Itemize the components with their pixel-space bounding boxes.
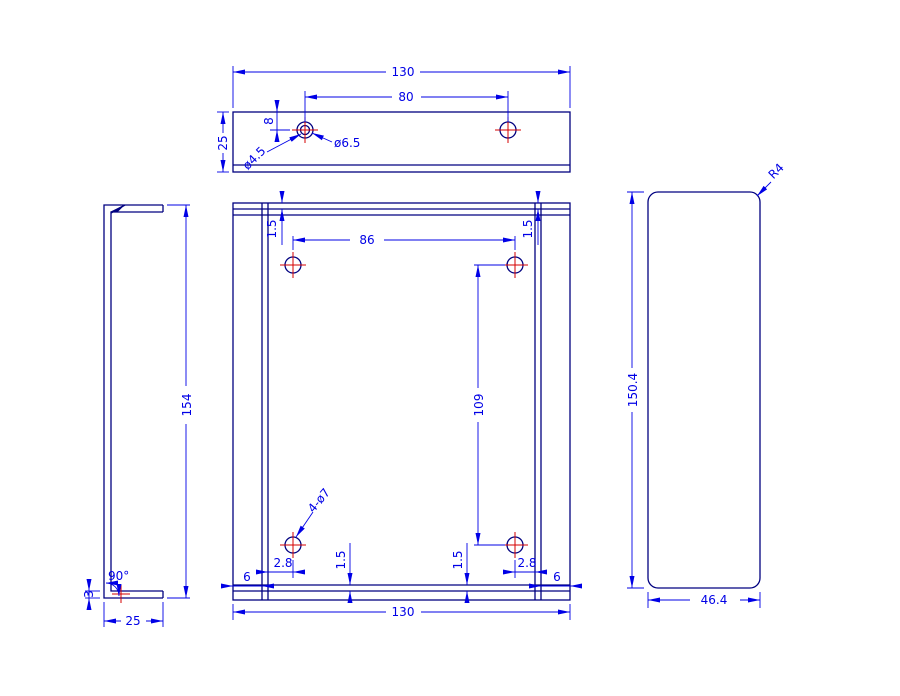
dim-right-depth: 46.4 <box>701 593 728 607</box>
channel-outer-profile <box>103 204 163 599</box>
channel-inner-profile <box>110 211 163 592</box>
label-hole-dia: ø4.5 <box>240 144 269 173</box>
dim-front-hole-spacing-v: 109 <box>472 394 486 417</box>
dim-front-hole-spacing-h: 86 <box>359 233 374 247</box>
side-view-geometry <box>103 204 164 599</box>
top-plate-outline <box>232 111 571 173</box>
cover-outline <box>647 191 761 589</box>
dim-top-depth: 25 <box>216 135 230 150</box>
label-bend-angle: 90° <box>108 569 129 583</box>
dim-side-flange-depth: 25 <box>125 614 140 628</box>
dim-top-overall-width: 130 <box>392 65 415 79</box>
top-view: 130 80 25 8 ø6.5 ø4.5 <box>216 65 571 173</box>
side-view-centerlines <box>112 585 130 603</box>
label-corner-radius: R4 <box>766 161 787 182</box>
dim-top-hole-offset: 8 <box>262 117 276 125</box>
side-view: 154 25 3 90° <box>82 204 194 628</box>
right-view-geometry <box>647 191 761 589</box>
front-view-dimensions: 86 109 1.5 1.5 1.5 1.5 <box>221 191 582 620</box>
top-view-geometry <box>232 111 571 173</box>
front-view-geometry <box>232 202 571 601</box>
label-counterbore-dia: ø6.5 <box>334 136 360 150</box>
dim-front-wall-bottom-left: 1.5 <box>334 550 348 569</box>
dim-front-wall-bottom-right: 1.5 <box>451 550 465 569</box>
dim-front-wall-top-left: 1.5 <box>265 219 279 238</box>
dim-front-offset-right: 2.8 <box>517 556 536 570</box>
dim-front-wall-top-right: 1.5 <box>521 219 535 238</box>
dim-top-hole-spacing: 80 <box>398 90 413 104</box>
side-view-dimensions: 154 25 3 90° <box>82 204 194 628</box>
dim-right-height: 150.4 <box>626 373 640 407</box>
dim-side-height: 154 <box>180 394 194 417</box>
front-outline <box>232 202 571 601</box>
dim-front-margin-left: 6 <box>243 570 251 584</box>
dim-front-offset-left: 2.8 <box>273 556 292 570</box>
front-view-centerlines <box>280 252 528 558</box>
top-view-dimensions: 130 80 25 8 ø6.5 ø4.5 <box>216 65 571 173</box>
dim-front-overall-width: 130 <box>392 605 415 619</box>
top-bend-mark <box>110 205 124 213</box>
right-view-dimensions: 150.4 46.4 R4 <box>626 161 787 608</box>
label-hole-callout: 4-ø7 <box>305 486 333 516</box>
dim-side-thickness: 3 <box>82 590 96 598</box>
front-view: 86 109 1.5 1.5 1.5 1.5 <box>221 191 582 620</box>
dim-front-margin-right: 6 <box>553 570 561 584</box>
right-view: 150.4 46.4 R4 <box>626 161 787 608</box>
